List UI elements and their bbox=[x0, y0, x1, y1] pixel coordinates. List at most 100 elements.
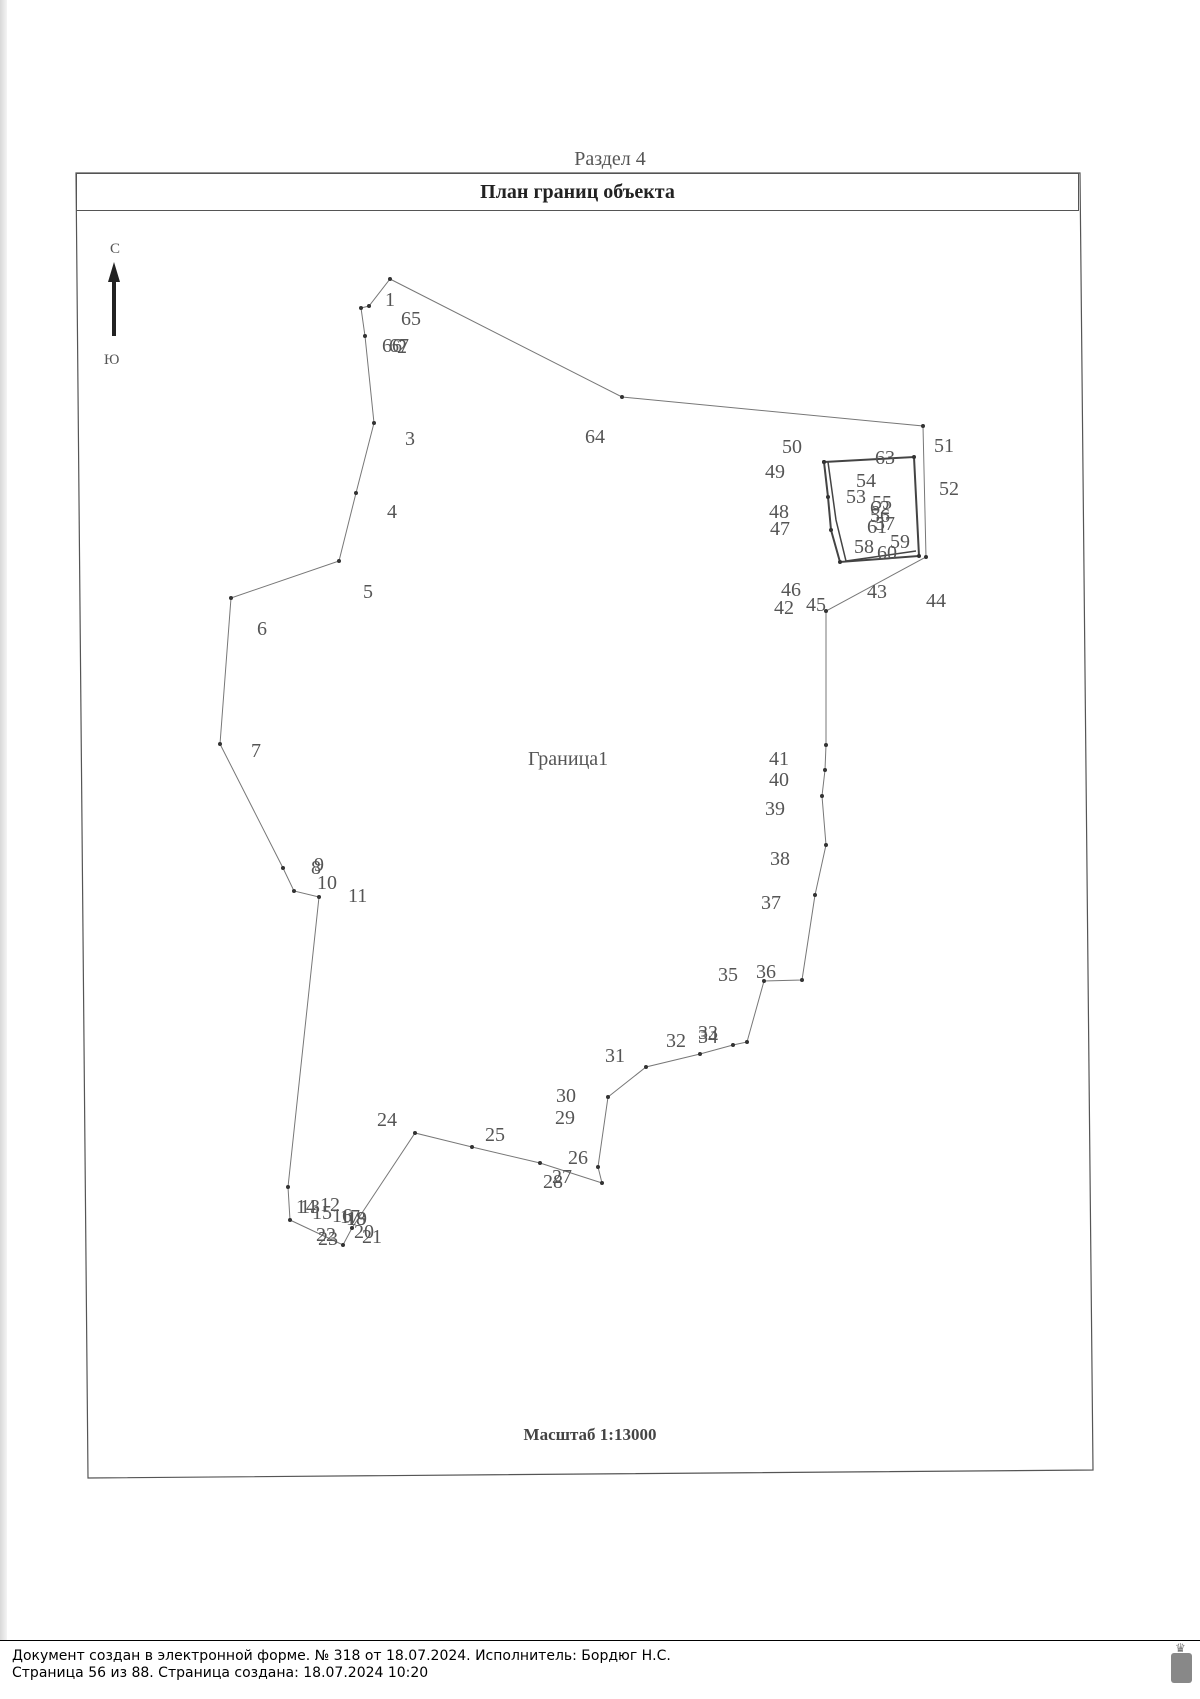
vertex-marker bbox=[921, 424, 925, 428]
vertex-label: 59 bbox=[890, 531, 910, 553]
vertex-label: 19 bbox=[347, 1208, 367, 1230]
vertex-label: 52 bbox=[939, 478, 959, 500]
vertex-marker bbox=[800, 978, 804, 982]
footer-line-2: Страница 56 из 88. Страница создана: 18.… bbox=[12, 1665, 429, 1681]
vertex-label: 11 bbox=[348, 885, 367, 907]
vertex-marker bbox=[912, 455, 916, 459]
vertex-label: 7 bbox=[251, 740, 261, 762]
signature-stamp-icon bbox=[1171, 1653, 1192, 1683]
section-title: Раздел 4 bbox=[574, 148, 646, 170]
vertex-label: 27 bbox=[552, 1166, 572, 1188]
vertex-marker bbox=[824, 609, 828, 613]
vertex-label: 10 bbox=[317, 872, 337, 894]
vertex-marker bbox=[413, 1131, 417, 1135]
vertex-label: 16 bbox=[332, 1205, 352, 1227]
vertex-label: 23 bbox=[318, 1228, 338, 1250]
vertex-label: 41 bbox=[769, 748, 789, 770]
outer-boundary-line bbox=[219, 278, 927, 1246]
vertex-label: 22 bbox=[316, 1224, 336, 1246]
vertex-label: 45 bbox=[806, 594, 826, 616]
vertex-label: 50 bbox=[782, 436, 802, 458]
vertex-marker bbox=[388, 277, 392, 281]
vertex-label: 67 bbox=[389, 335, 409, 357]
vertex-label: 66 bbox=[382, 335, 402, 357]
vertex-label: 56 bbox=[870, 505, 890, 527]
vertex-label: 38 bbox=[770, 848, 790, 870]
vertex-label: 37 bbox=[761, 892, 781, 914]
vertex-marker bbox=[538, 1161, 542, 1165]
inner-boundary-line bbox=[827, 461, 917, 562]
vertex-marker bbox=[924, 555, 928, 559]
vertex-marker bbox=[606, 1095, 610, 1099]
vertex-label: 65 bbox=[401, 308, 421, 330]
vertex-marker bbox=[281, 866, 285, 870]
vertex-label: 30 bbox=[556, 1085, 576, 1107]
vertex-marker bbox=[596, 1165, 600, 1169]
vertex-label: 1 bbox=[385, 289, 395, 311]
vertex-marker bbox=[470, 1145, 474, 1149]
vertex-label: 12 bbox=[320, 1194, 340, 1216]
vertex-marker bbox=[824, 843, 828, 847]
vertex-marker bbox=[745, 1040, 749, 1044]
vertex-marker bbox=[317, 895, 321, 899]
vertex-marker bbox=[354, 491, 358, 495]
vertex-marker bbox=[620, 395, 624, 399]
vertex-label: 32 bbox=[666, 1030, 686, 1052]
vertex-label: 28 bbox=[543, 1171, 563, 1193]
vertex-label: 58 bbox=[854, 536, 874, 558]
vertex-label: 18 bbox=[346, 1208, 366, 1230]
vertex-marker bbox=[823, 768, 827, 772]
vertex-label: 34 bbox=[698, 1026, 718, 1048]
vertex-label: 17 bbox=[340, 1206, 360, 1228]
north-arrow-icon: С Ю bbox=[104, 241, 120, 368]
vertex-label: 20 bbox=[354, 1221, 374, 1243]
vertex-label: 25 bbox=[485, 1124, 505, 1146]
vertex-label: 43 bbox=[867, 581, 887, 603]
vertex-label: 36 bbox=[756, 961, 776, 983]
vertex-marker bbox=[826, 495, 830, 499]
vertex-marker bbox=[367, 304, 371, 308]
vertex-marker bbox=[813, 893, 817, 897]
boundary-polygon bbox=[219, 278, 927, 1246]
vertex-label: 9 bbox=[314, 854, 324, 876]
compass-south: Ю bbox=[104, 352, 119, 368]
vertex-label: 3 bbox=[405, 428, 415, 450]
vertex-marker bbox=[288, 1218, 292, 1222]
compass-north: С bbox=[110, 241, 120, 257]
vertex-label: 4 bbox=[387, 501, 397, 523]
vertex-marker bbox=[731, 1043, 735, 1047]
vertex-marker bbox=[286, 1185, 290, 1189]
footer-line-1: Документ создан в электронной форме. № 3… bbox=[12, 1648, 671, 1664]
vertex-label: 61 bbox=[867, 516, 887, 538]
vertex-marker bbox=[917, 554, 921, 558]
vertex-markers bbox=[218, 277, 928, 1247]
vertex-label: 40 bbox=[769, 769, 789, 791]
vertex-label: 33 bbox=[698, 1022, 718, 1044]
footer: Документ создан в электронной форме. № 3… bbox=[0, 1640, 1200, 1699]
vertex-label: 62 bbox=[870, 497, 890, 519]
vertex-label: 53 bbox=[846, 486, 866, 508]
vertex-label: 39 bbox=[765, 798, 785, 820]
vertex-label: 64 bbox=[585, 426, 605, 448]
vertex-label: 49 bbox=[765, 461, 785, 483]
vertex-marker bbox=[359, 306, 363, 310]
vertex-marker bbox=[824, 743, 828, 747]
vertex-label: 29 bbox=[555, 1107, 575, 1129]
crown-icon: ♛ bbox=[1175, 1641, 1186, 1655]
vertex-marker bbox=[762, 979, 766, 983]
vertex-marker bbox=[820, 794, 824, 798]
vertex-label: 47 bbox=[770, 518, 790, 540]
vertex-label: 21 bbox=[362, 1226, 382, 1248]
vertex-label: 5 bbox=[363, 581, 373, 603]
vertex-marker bbox=[350, 1226, 354, 1230]
vertex-label: 6 bbox=[257, 618, 267, 640]
vertex-label: 44 bbox=[926, 590, 946, 612]
vertex-marker bbox=[600, 1181, 604, 1185]
vertex-label: 54 bbox=[856, 470, 876, 492]
vertex-marker bbox=[822, 460, 826, 464]
vertex-marker bbox=[372, 421, 376, 425]
vertex-label: 31 bbox=[605, 1045, 625, 1067]
vertex-marker bbox=[337, 559, 341, 563]
